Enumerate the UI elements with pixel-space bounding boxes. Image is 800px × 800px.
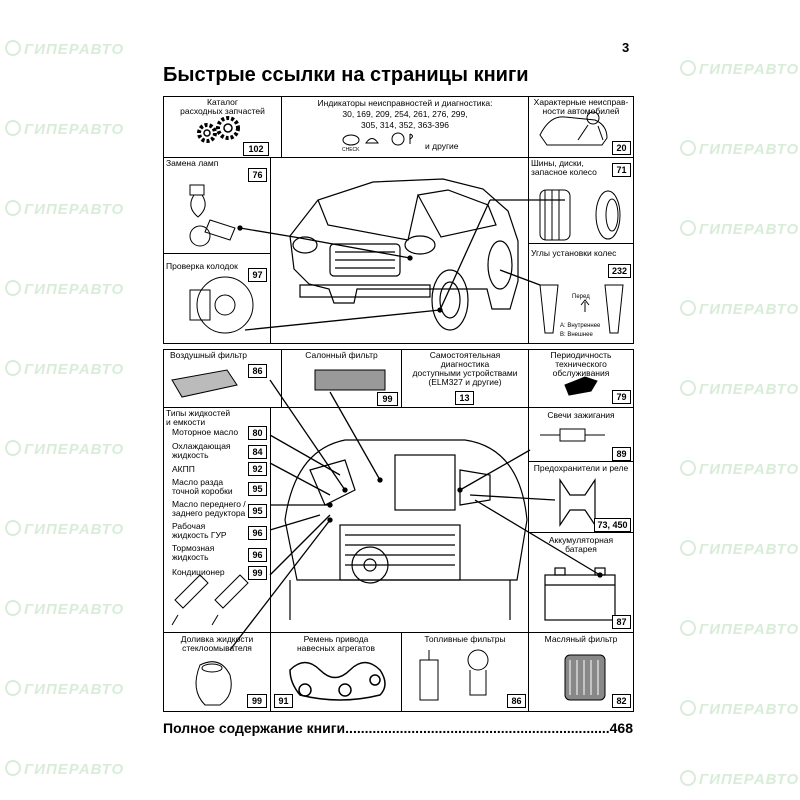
watermark: ГИПЕРАВТО <box>5 760 124 778</box>
watermark: ГИПЕРАВТО <box>680 460 799 478</box>
watermark: ГИПЕРАВТО <box>680 770 799 788</box>
fluid-item-label: Масло переднего / заднего редуктора <box>172 499 246 518</box>
watermark: ГИПЕРАВТО <box>680 380 799 398</box>
brakes-page-ref[interactable]: 97 <box>248 268 267 282</box>
fluid-item-page-ref[interactable]: 80 <box>248 426 267 440</box>
oil-filter-page-ref[interactable]: 82 <box>612 694 631 708</box>
fluid-item-label: Масло разда точной коробки <box>172 477 233 496</box>
watermark: ГИПЕРАВТО <box>5 600 124 618</box>
maintenance-page-ref[interactable]: 79 <box>612 390 631 404</box>
tires-label: Шины, диски, запасное колесо <box>531 158 597 177</box>
fuel-filters-page-ref[interactable]: 86 <box>507 694 526 708</box>
fluid-item-page-ref[interactable]: 96 <box>248 526 267 540</box>
toc-page-number: 468 <box>609 720 633 736</box>
alignment-label: Углы установки колес <box>531 248 617 258</box>
fluid-item-label: Рабочая жидкость ГУР <box>172 521 227 540</box>
maintenance-label: Периодичность технического обслуживания <box>550 350 612 378</box>
alignment-front-label: Перед <box>572 294 590 300</box>
spark-plugs-page-ref[interactable]: 89 <box>612 447 631 461</box>
air-filter-page-ref[interactable]: 86 <box>248 364 267 378</box>
watermark: ГИПЕРАВТО <box>680 620 799 638</box>
watermark: ГИПЕРАВТО <box>5 280 124 298</box>
page-number: 3 <box>622 40 630 55</box>
toc-leader-dots: ........................................… <box>345 720 610 736</box>
battery-label: Аккумуляторная батарея <box>548 535 614 554</box>
watermark: ГИПЕРАВТО <box>680 300 799 318</box>
alignment-inner-label: А: Внутреннее <box>560 323 601 329</box>
toc-label: Полное содержание книги <box>163 720 346 736</box>
watermark: ГИПЕРАВТО <box>680 220 799 238</box>
watermark: ГИПЕРАВТО <box>5 520 124 538</box>
belt-page-ref[interactable]: 91 <box>274 694 293 708</box>
watermark: ГИПЕРАВТО <box>680 60 799 78</box>
fluid-item-label: Тормозная жидкость <box>172 543 215 562</box>
watermark: ГИПЕРАВТО <box>5 40 124 58</box>
features-label: Характерные неисправ- ности автомобилей <box>533 97 629 116</box>
belt-label: Ремень привода навесных агрегатов <box>296 634 375 653</box>
fluid-item-label: АКПП <box>172 464 195 474</box>
battery-page-ref[interactable]: 87 <box>612 615 631 629</box>
fluid-item-page-ref[interactable]: 99 <box>248 566 267 580</box>
air-filter-label: Воздушный фильтр <box>170 350 248 360</box>
fluid-item-label: Кондиционер <box>172 567 225 577</box>
brakes-label: Проверка колодок <box>166 261 238 271</box>
oil-filter-label: Масляный фильтр <box>544 634 618 644</box>
fuses-label: Предохранители и реле <box>533 463 629 473</box>
washer-page-ref[interactable]: 99 <box>247 694 267 708</box>
lamps-page-ref[interactable]: 76 <box>248 168 267 182</box>
fluid-item-page-ref[interactable]: 92 <box>248 462 267 476</box>
watermark: ГИПЕРАВТО <box>680 140 799 158</box>
indicators-others: и другие <box>425 141 459 151</box>
fluid-item-page-ref[interactable]: 95 <box>248 482 267 496</box>
diagnostics-page-ref[interactable]: 13 <box>455 391 474 405</box>
fluid-item-label: Моторное масло <box>172 427 239 437</box>
watermark: ГИПЕРАВТО <box>5 680 124 698</box>
tires-page-ref[interactable]: 71 <box>612 163 631 177</box>
fluid-item-label: Охлаждающая жидкость <box>172 441 231 460</box>
fluid-item-page-ref[interactable]: 84 <box>248 445 267 459</box>
fluid-item-page-ref[interactable]: 95 <box>248 504 267 518</box>
indicators-label: Индикаторы неисправностей и диагностика:… <box>317 98 493 130</box>
alignment-outer-label: В: Внешнее <box>560 332 593 338</box>
watermark: ГИПЕРАВТО <box>680 540 799 558</box>
fluids-title: Типы жидкостей и емкости <box>166 408 231 427</box>
watermark: ГИПЕРАВТО <box>5 440 124 458</box>
watermark: ГИПЕРАВТО <box>5 200 124 218</box>
fuses-page-ref[interactable]: 73, 450 <box>594 518 631 532</box>
full-contents-link[interactable]: Полное содержание книги ................… <box>163 720 633 736</box>
watermark: ГИПЕРАВТО <box>680 700 799 718</box>
washer-label: Доливка жидкости стеклоомывателя <box>180 634 254 653</box>
fuel-filters-label: Топливные фильтры <box>424 634 506 644</box>
alignment-page-ref[interactable]: 232 <box>608 264 631 278</box>
diagnostics-label: Самостоятельная диагностика доступными у… <box>412 350 518 387</box>
features-page-ref[interactable]: 20 <box>612 141 631 155</box>
cabin-filter-label: Салонный фильтр <box>305 350 378 360</box>
lamps-label: Замена ламп <box>166 158 219 168</box>
fluid-item-page-ref[interactable]: 96 <box>248 548 267 562</box>
page-title: Быстрые ссылки на страницы книги <box>163 64 529 86</box>
catalog-label: Каталог расходных запчастей <box>180 97 265 116</box>
catalog-page-ref[interactable]: 102 <box>243 142 269 156</box>
cabin-filter-page-ref[interactable]: 99 <box>377 392 398 406</box>
spark-plugs-label: Свечи зажигания <box>547 410 615 420</box>
watermark: ГИПЕРАВТО <box>5 120 124 138</box>
watermark: ГИПЕРАВТО <box>5 360 124 378</box>
check-icon-text: CHECK <box>342 147 360 153</box>
